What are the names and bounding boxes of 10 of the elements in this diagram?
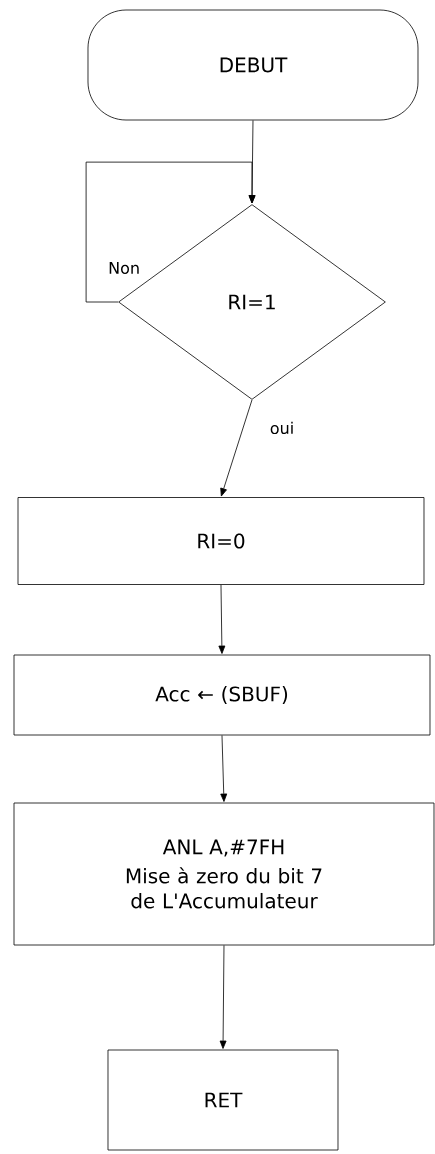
arrow [219,945,227,1049]
process-box: Acc ← (SBUF) [13,654,431,736]
arrow [85,161,256,303]
arrow [218,584,226,654]
process-box: ANL A,#7FH Mise à zero du bit 7 de L'Accumulateur [13,802,435,946]
arrow [220,399,253,497]
process-box: RET [107,1049,339,1151]
process-box: RI=0 [17,497,425,585]
arrow [220,735,228,802]
edge-label: oui [268,420,296,436]
